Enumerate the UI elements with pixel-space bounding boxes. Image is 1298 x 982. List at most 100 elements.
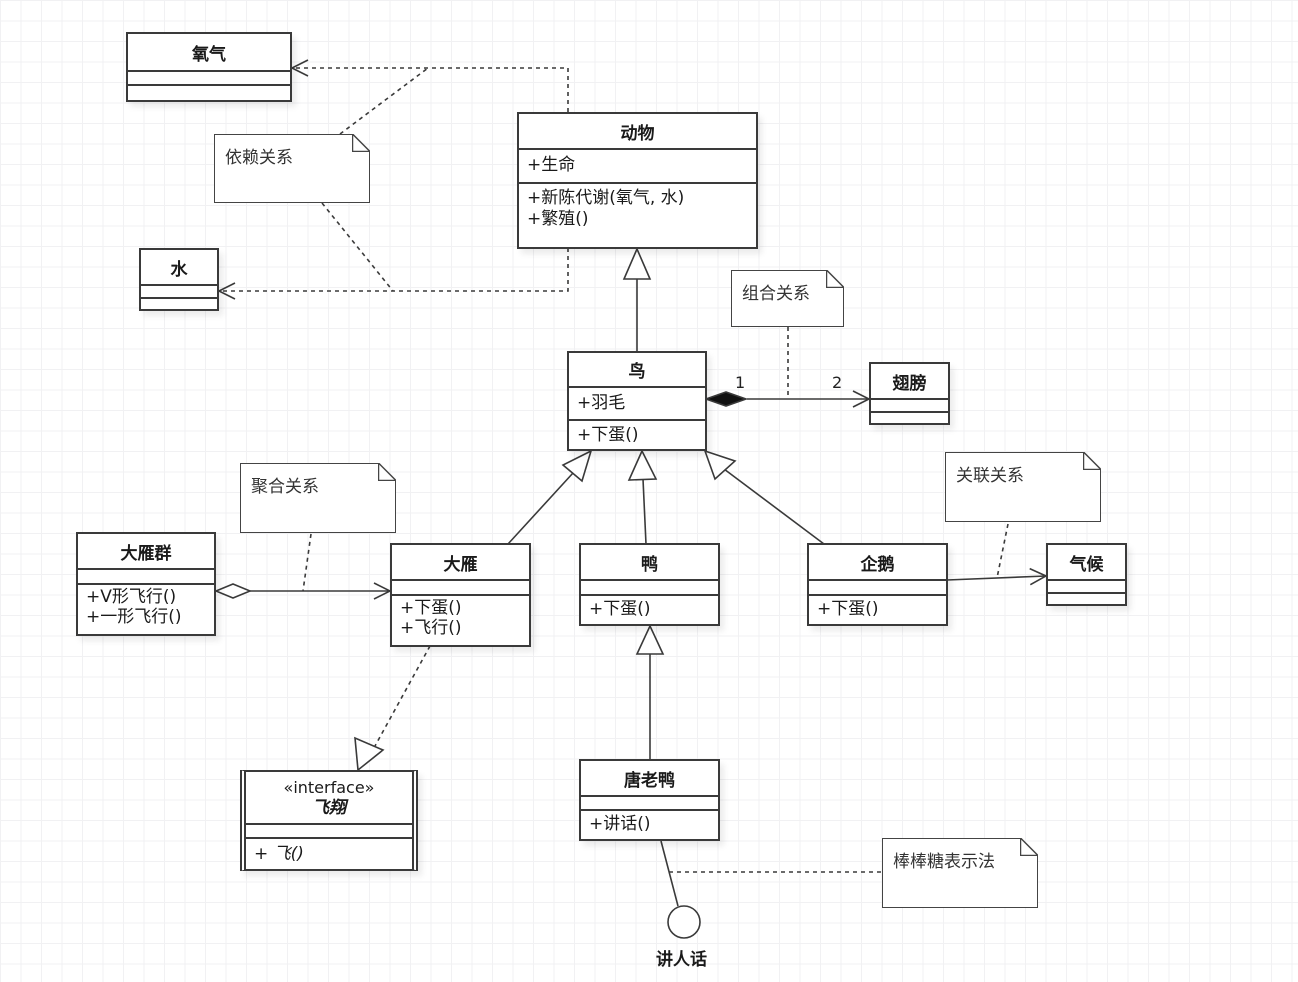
class-name: 大雁 <box>392 545 529 581</box>
note-dependency[interactable]: 依赖关系 <box>214 134 370 203</box>
note-text: 关联关系 <box>956 466 1024 486</box>
class-name: 鸭 <box>581 545 718 581</box>
operations-compartment <box>128 86 290 100</box>
note-text: 组合关系 <box>742 284 810 304</box>
attributes-compartment <box>1048 581 1125 594</box>
operations-compartment: +下蛋() <box>809 596 946 624</box>
association-line <box>946 567 1048 586</box>
operation: +下蛋() <box>400 598 462 618</box>
class-duck[interactable]: 鸭 +下蛋() <box>579 543 720 626</box>
dependency-note-anchor-bottom <box>321 202 394 292</box>
attributes-compartment <box>871 400 948 413</box>
note-text: 依赖关系 <box>225 148 293 168</box>
operation: +V形飞行() <box>86 587 177 607</box>
operations-compartment: +下蛋() <box>569 421 705 449</box>
attributes-compartment <box>128 72 290 86</box>
operations-compartment: + 飞() <box>246 839 412 869</box>
dependency-line-water <box>217 248 569 300</box>
operations-compartment <box>1048 594 1125 604</box>
interface-stereotype: «interface» <box>283 777 375 797</box>
attributes-compartment <box>141 286 217 299</box>
operations-compartment: +下蛋() <box>581 596 718 624</box>
generalization-line-penguin-bird <box>723 468 825 545</box>
operation: +一形飞行() <box>86 607 182 627</box>
aggregation-diamond <box>213 583 253 599</box>
attributes-compartment: +生命 <box>519 150 756 184</box>
realization-line <box>374 645 431 747</box>
generalization-arrowhead <box>635 624 665 655</box>
class-name: 大雁群 <box>78 534 214 570</box>
lollipop-stem <box>660 840 679 907</box>
attributes-compartment: +羽毛 <box>569 388 705 421</box>
operations-compartment: +V形飞行() +一形飞行() <box>78 585 214 634</box>
class-name: 水 <box>141 250 217 286</box>
interface-name: 飞翔 <box>312 797 346 818</box>
note-fold-icon <box>352 134 370 152</box>
operations-compartment <box>141 299 217 309</box>
note-text: 棒棒糖表示法 <box>893 852 995 872</box>
generalization-line-duck-bird <box>642 478 647 545</box>
note-fold-icon <box>1020 838 1038 856</box>
class-goose-flock[interactable]: 大雁群 +V形飞行() +一形飞行() <box>76 532 216 636</box>
class-wing[interactable]: 翅膀 <box>869 362 950 425</box>
operation: +繁殖() <box>527 209 589 229</box>
class-climate[interactable]: 气候 <box>1046 543 1127 606</box>
multiplicity-wing: 2 <box>832 373 843 392</box>
note-association[interactable]: 关联关系 <box>945 452 1101 522</box>
note-text: 聚合关系 <box>251 477 319 497</box>
class-name: 翅膀 <box>871 364 948 400</box>
attribute: +生命 <box>527 155 576 175</box>
interface-fly[interactable]: «interface» 飞翔 + 飞() <box>240 770 418 871</box>
note-fold-icon <box>1083 452 1101 470</box>
operation: +下蛋() <box>817 599 879 619</box>
class-name: 企鹅 <box>809 545 946 581</box>
generalization-arrowhead <box>703 449 737 481</box>
class-oxygen[interactable]: 氧气 <box>126 32 292 102</box>
operations-compartment: +讲话() <box>581 811 718 839</box>
generalization-arrowhead <box>627 449 658 481</box>
operation: +下蛋() <box>589 599 651 619</box>
aggregation-note-anchor <box>302 533 312 592</box>
class-name: 气候 <box>1048 545 1125 581</box>
multiplicity-bird: 1 <box>735 373 746 392</box>
class-animal[interactable]: 动物 +生命 +新陈代谢(氧气, 水) +繁殖() <box>517 112 758 249</box>
class-donald-duck[interactable]: 唐老鸭 +讲话() <box>579 759 720 841</box>
operations-compartment: +新陈代谢(氧气, 水) +繁殖() <box>519 184 756 247</box>
generalization-arrowhead <box>622 246 652 280</box>
composition-diamond <box>703 391 749 407</box>
attribute: +羽毛 <box>577 392 626 413</box>
class-name: 唐老鸭 <box>581 761 718 797</box>
operation: +飞行() <box>400 618 462 638</box>
note-aggregation[interactable]: 聚合关系 <box>240 463 396 533</box>
note-fold-icon <box>378 463 396 481</box>
class-penguin[interactable]: 企鹅 +下蛋() <box>807 543 948 626</box>
note-fold-icon <box>826 270 844 288</box>
attributes-compartment <box>809 581 946 596</box>
dependency-note-anchor-top <box>339 67 429 135</box>
note-lollipop[interactable]: 棒棒糖表示法 <box>882 838 1038 908</box>
class-water[interactable]: 水 <box>139 248 219 311</box>
attributes-compartment <box>78 570 214 585</box>
class-bird[interactable]: 鸟 +羽毛 +下蛋() <box>567 351 707 451</box>
operation: + 飞() <box>254 844 304 864</box>
interface-header: «interface» 飞翔 <box>246 772 412 826</box>
realization-arrowhead <box>354 736 385 772</box>
lollipop-interface-label: 讲人话 <box>656 950 707 970</box>
class-goose[interactable]: 大雁 +下蛋() +飞行() <box>390 543 531 647</box>
class-name: 鸟 <box>569 353 705 388</box>
class-name: 动物 <box>519 114 756 150</box>
attributes-compartment <box>581 797 718 811</box>
generalization-arrowhead <box>561 449 593 483</box>
lollipop-interface-circle <box>667 905 701 939</box>
attributes-compartment <box>246 825 412 839</box>
operation: +讲话() <box>589 814 651 834</box>
operation: +下蛋() <box>577 425 639 445</box>
attributes-compartment <box>392 581 529 596</box>
generalization-line-goose-bird <box>507 472 574 545</box>
note-composition[interactable]: 组合关系 <box>731 270 844 327</box>
operations-compartment <box>871 413 948 423</box>
operation: +新陈代谢(氧气, 水) <box>527 188 685 208</box>
operations-compartment: +下蛋() +飞行() <box>392 596 529 645</box>
attributes-compartment <box>581 581 718 596</box>
class-name: 氧气 <box>128 34 290 72</box>
